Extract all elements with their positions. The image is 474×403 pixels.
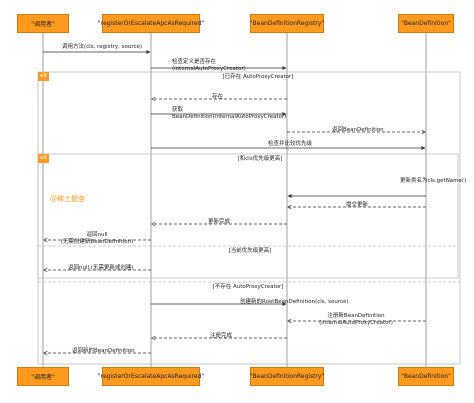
msg-label-10: 返回null (无需创建新BeanDefinition) [60, 232, 134, 245]
alt-guard-1: [已存在 AutoProxyCreator] [222, 74, 294, 80]
inner-alt-guard-1: [和cls优先级更高] [237, 156, 283, 162]
msg-label-6: 检查并比较优先级 [268, 141, 313, 147]
participant-register-top: "registerOrEscalateApcAsRequired" [98, 14, 204, 33]
msg-label-5: 返回BeanDefinition [332, 127, 384, 133]
msg-label-11: 返回null (无需更新或创建) [68, 265, 134, 271]
participant-registry-bottom: "BeanDefinitionRegistry" [250, 367, 324, 386]
msg-label-13: 注册新BeanDefinition (internalAutoProxyCrea… [319, 313, 393, 326]
alt-tag: alt [38, 72, 50, 81]
participant-caller-top: "调用者" [17, 14, 69, 33]
msg-label-8: 提交更新 [346, 202, 369, 208]
msg-label-4: 获取BeanDefinition(internalAutoProxyCreato… [172, 107, 287, 120]
inner-alt-fragment [37, 153, 459, 279]
participant-beandefinition-top: "BeanDefinition" [398, 14, 454, 33]
participant-registry-top: "BeanDefinitionRegistry" [250, 14, 324, 33]
msg-label-9: 更新完成 [208, 219, 231, 225]
msg-label-7: 更新类名为cls.getName() [400, 178, 467, 184]
inner-alt-tag: alt [38, 154, 50, 163]
msg-label-1: 调用方法(cls, registry, source) [62, 44, 143, 50]
msg-label-15: 返回新的BeanDefinition [72, 348, 135, 354]
msg-label-14: 注册完成 [210, 333, 233, 339]
alt-guard-2: [不存在 AutoProxyCreator] [212, 284, 284, 290]
participant-beandefinition-bottom: "BeanDefinition" [398, 367, 454, 386]
watermark: @稀土掘金 [50, 195, 85, 203]
msg-label-3: 存在 [212, 94, 224, 100]
inner-alt-guard-2: [当前优先级更高] [228, 248, 272, 254]
participant-register-bottom: "registerOrEscalateApcAsRequired" [98, 367, 204, 386]
participant-caller-bottom: "调用者" [17, 367, 69, 386]
msg-label-2: 检查定义是否存在(internalAutoProxyCreator) [172, 59, 246, 72]
msg-label-12: 创建新的RootBeanDefinition(cls, source) [240, 299, 349, 305]
